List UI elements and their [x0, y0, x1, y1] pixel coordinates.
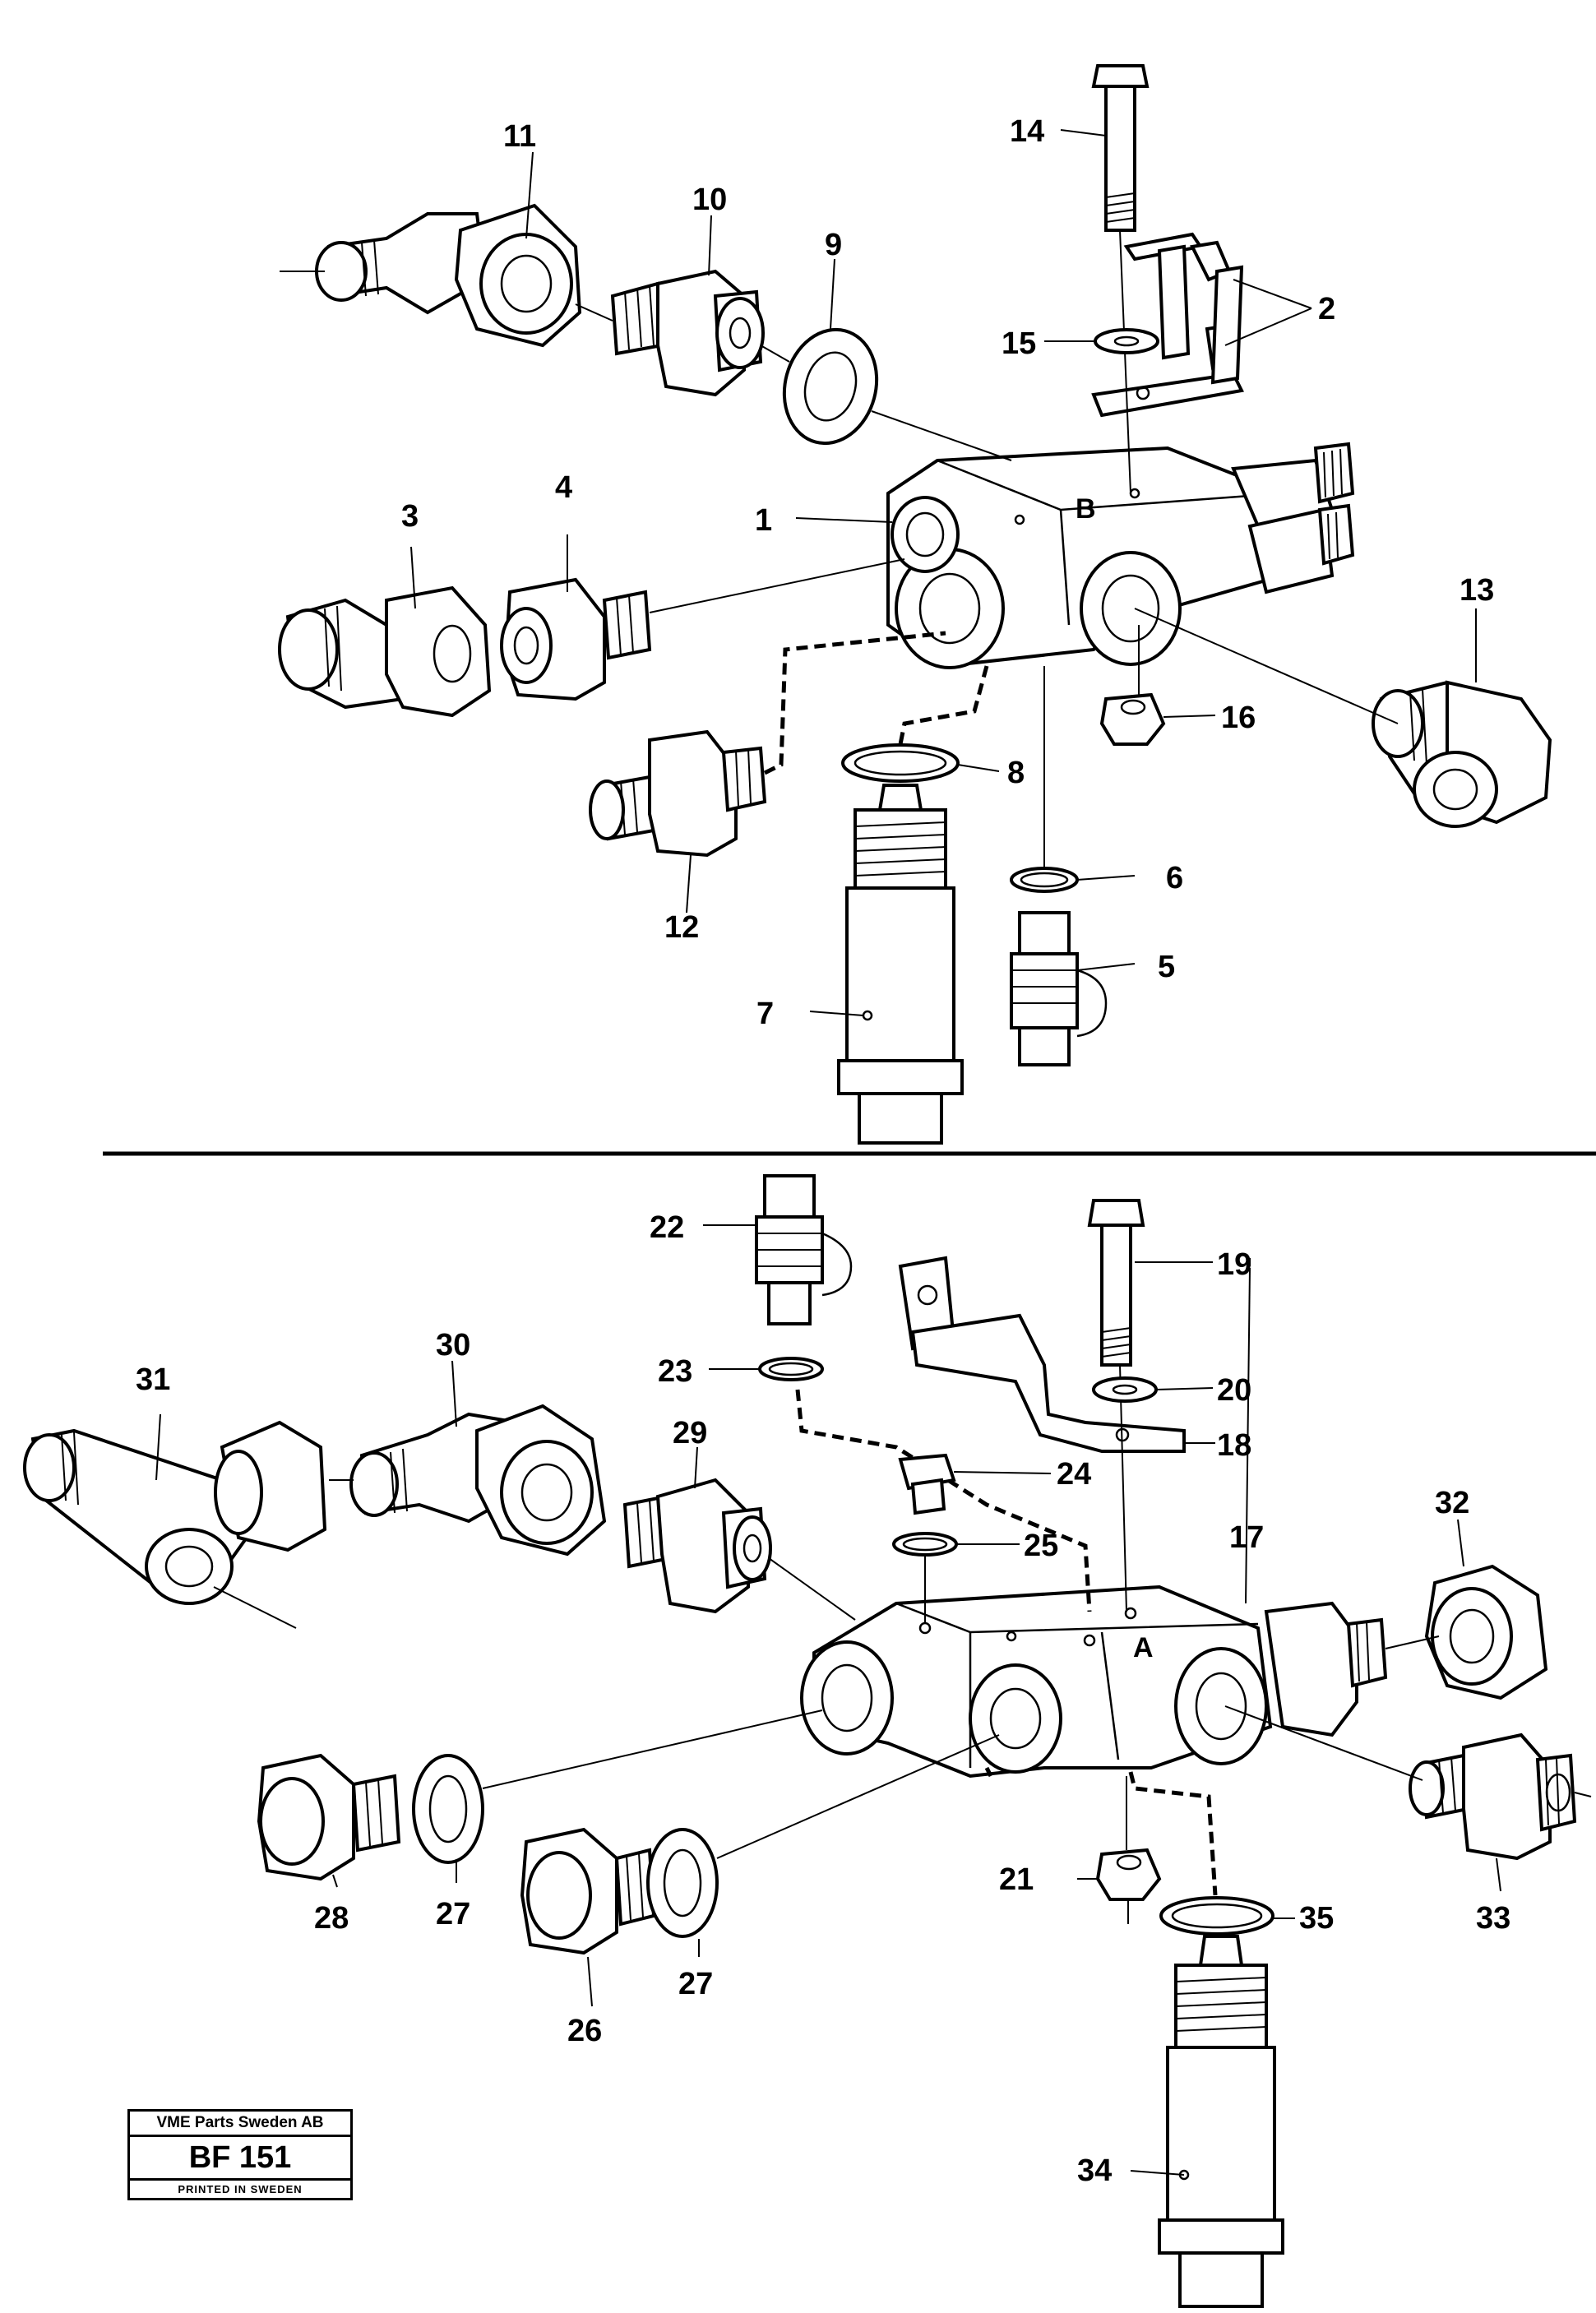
plug-24	[898, 1453, 956, 1515]
stamp-printed: PRINTED IN SWEDEN	[178, 2183, 303, 2195]
label-part-4: 4	[555, 470, 572, 505]
label-part-5: 5	[1158, 950, 1175, 984]
adapter-33	[1409, 1732, 1577, 1861]
washer-15	[1094, 328, 1159, 354]
label-part-1: 1	[755, 503, 772, 538]
elbow-fitting-30	[349, 1404, 607, 1557]
label-part-23: 23	[658, 1354, 692, 1389]
bracket-18	[898, 1256, 1186, 1453]
plug-28	[257, 1753, 401, 1881]
elbow-fitting-3	[278, 585, 492, 718]
label-part-30: 30	[436, 1328, 470, 1362]
label-part-25: 25	[1024, 1529, 1058, 1563]
adapter-10	[610, 269, 765, 397]
elbow-fitting-13	[1372, 680, 1552, 828]
label-part-2: 2	[1318, 292, 1335, 326]
label-part-8: 8	[1007, 756, 1025, 790]
label-part-20: 20	[1217, 1373, 1251, 1408]
stamp-code: BF 151	[130, 2137, 350, 2181]
label-part-7: 7	[756, 997, 774, 1031]
label-part-19: 19	[1217, 1247, 1251, 1282]
label-part-12: 12	[664, 910, 699, 945]
label-part-26: 26	[567, 2014, 602, 2048]
port-letter-b: B	[1076, 493, 1096, 525]
part-labels: 11 10 9 14 2 15 1 3 4 13 16 8 6 5 7 12 2…	[136, 114, 1510, 2188]
label-part-34: 34	[1077, 2153, 1112, 2188]
upper-assembly: B	[278, 64, 1552, 1145]
port-letter-a: A	[1133, 1632, 1154, 1663]
bracket-2	[1091, 232, 1244, 418]
nut-21	[1095, 1848, 1162, 1901]
label-part-29: 29	[673, 1416, 707, 1450]
label-part-22: 22	[650, 1210, 684, 1245]
tee-fitting-31	[23, 1420, 327, 1605]
cartridge-valve-7	[837, 784, 964, 1145]
label-part-21: 21	[999, 1862, 1034, 1897]
cartridge-valve-34	[1158, 1935, 1284, 2308]
plug-26	[520, 1827, 656, 1955]
adapter-4	[500, 577, 652, 701]
o-ring-6	[1010, 867, 1079, 893]
lower-assembly: A	[23, 1174, 1592, 2308]
test-nipple-22	[755, 1174, 853, 1325]
label-part-17: 17	[1229, 1520, 1264, 1555]
label-part-15: 15	[1002, 326, 1036, 361]
label-part-6: 6	[1166, 861, 1183, 895]
label-part-13: 13	[1460, 573, 1494, 608]
label-part-31: 31	[136, 1362, 170, 1397]
washer-27-lower	[646, 1828, 719, 1938]
washer-9	[782, 327, 879, 446]
stamp-company: VME Parts Sweden AB	[130, 2112, 350, 2137]
o-ring-35	[1159, 1896, 1274, 1936]
label-part-16: 16	[1221, 701, 1256, 735]
bolt-14	[1091, 64, 1150, 232]
nut-16	[1099, 692, 1166, 746]
label-part-33: 33	[1476, 1901, 1510, 1936]
title-stamp: VME Parts Sweden AB BF 151 PRINTED IN SW…	[127, 2109, 353, 2200]
label-part-11: 11	[503, 119, 536, 154]
o-ring-8	[841, 743, 960, 783]
nut-32	[1424, 1564, 1548, 1700]
label-part-24: 24	[1057, 1457, 1091, 1492]
adapter-29	[622, 1478, 772, 1614]
label-part-35: 35	[1299, 1901, 1334, 1936]
valve-block-b	[886, 442, 1355, 669]
label-part-10: 10	[692, 183, 727, 217]
bolt-19	[1087, 1199, 1145, 1367]
elbow-fitting-11	[315, 203, 582, 348]
label-part-3: 3	[401, 499, 419, 534]
o-ring-25	[892, 1532, 958, 1557]
washer-27-upper	[412, 1754, 484, 1864]
leader-lines	[155, 129, 1501, 2176]
label-part-27-lower: 27	[678, 1967, 713, 2001]
label-part-9: 9	[825, 228, 842, 262]
label-part-32: 32	[1435, 1486, 1469, 1520]
label-part-28: 28	[314, 1901, 349, 1936]
o-ring-23	[758, 1357, 824, 1381]
valve-block-a	[800, 1584, 1388, 1779]
adapter-12	[589, 729, 767, 858]
washer-20	[1092, 1376, 1158, 1403]
label-part-14: 14	[1010, 114, 1044, 149]
label-part-27-upper: 27	[436, 1897, 470, 1931]
label-part-18: 18	[1217, 1428, 1251, 1463]
test-nipple-5	[1010, 911, 1108, 1066]
